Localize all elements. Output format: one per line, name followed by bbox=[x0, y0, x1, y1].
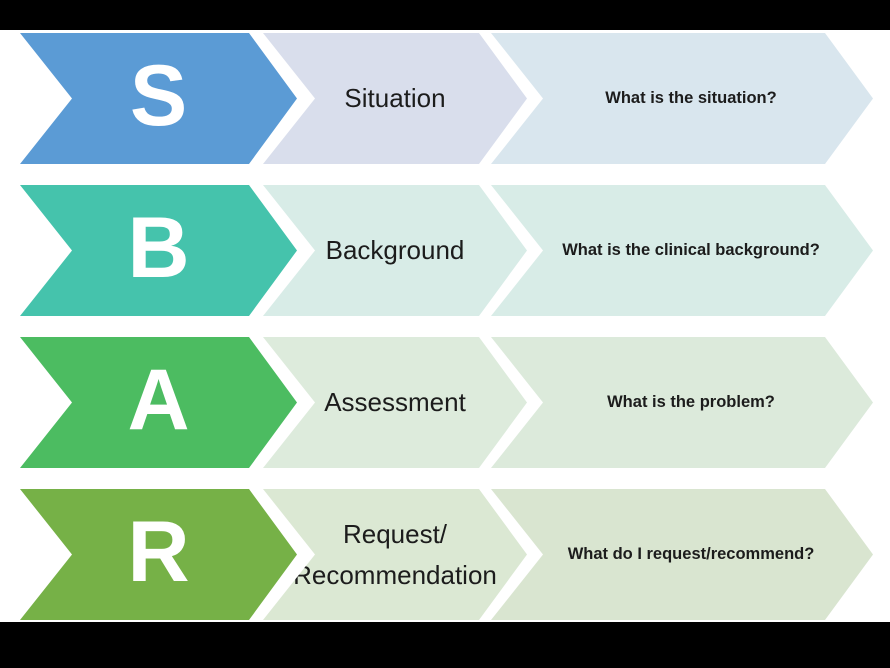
recommendation-letter-chevron: R bbox=[20, 489, 297, 620]
assessment-question-chevron: What is the problem? bbox=[491, 337, 873, 468]
background-label-chevron: Background bbox=[263, 185, 527, 316]
recommendation-question-chevron: What do I request/recommend? bbox=[491, 489, 873, 620]
assessment-label-text: Assessment bbox=[324, 387, 466, 418]
situation-letter-chevron: S bbox=[20, 33, 297, 164]
situation-letter-text: S bbox=[129, 47, 188, 144]
letterbox-bar-bottom bbox=[0, 622, 890, 668]
row-recommendation: R Request/ Recommendation What do I requ… bbox=[0, 489, 890, 620]
assessment-label-chevron: Assessment bbox=[263, 337, 527, 468]
background-question-chevron: What is the clinical background? bbox=[491, 185, 873, 316]
recommendation-label-chevron: Request/ Recommendation bbox=[263, 489, 527, 620]
assessment-question-text: What is the problem? bbox=[607, 393, 775, 411]
background-letter-text: B bbox=[127, 199, 190, 296]
background-question-text: What is the clinical background? bbox=[562, 241, 820, 259]
sbar-diagram: S Situation What is the situation? B Bac… bbox=[0, 33, 890, 641]
row-situation: S Situation What is the situation? bbox=[0, 33, 890, 164]
background-letter-chevron: B bbox=[20, 185, 297, 316]
situation-question-text: What is the situation? bbox=[605, 89, 777, 107]
situation-label-chevron: Situation bbox=[263, 33, 527, 164]
row-background: B Background What is the clinical backgr… bbox=[0, 185, 890, 316]
assessment-letter-text: A bbox=[127, 351, 190, 448]
letterbox-bar-top bbox=[0, 0, 890, 30]
row-assessment: A Assessment What is the problem? bbox=[0, 337, 890, 468]
recommendation-question-text: What do I request/recommend? bbox=[567, 545, 815, 563]
assessment-letter-chevron: A bbox=[20, 337, 297, 468]
recommendation-label-text: Request/ Recommendation bbox=[293, 519, 497, 590]
recommendation-letter-text: R bbox=[127, 503, 190, 600]
background-label-text: Background bbox=[325, 235, 465, 266]
situation-question-chevron: What is the situation? bbox=[491, 33, 873, 164]
situation-label-text: Situation bbox=[344, 83, 446, 114]
